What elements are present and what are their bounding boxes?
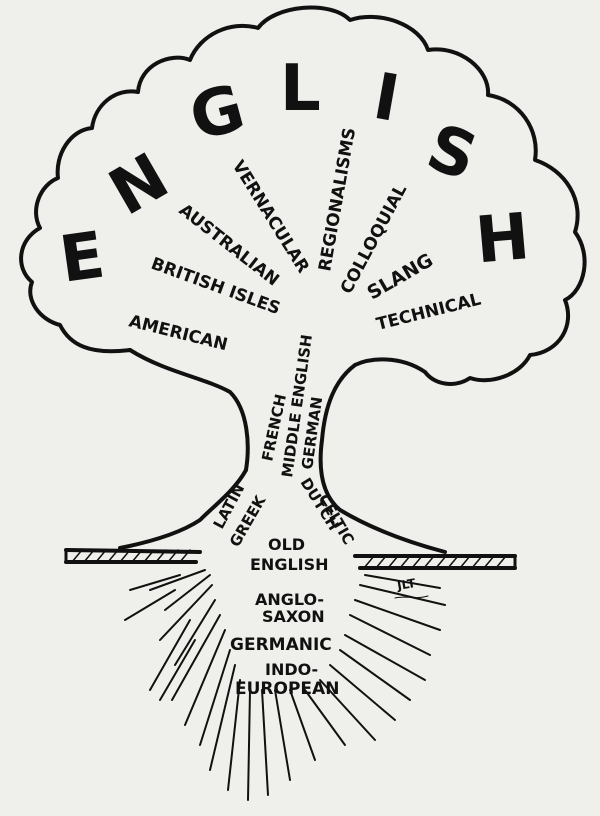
title-letter-l: L — [280, 52, 321, 126]
title-letter-e: E — [55, 218, 109, 297]
canopy-outline — [19, 5, 587, 386]
label-saxon: SAXON — [262, 607, 325, 626]
label-european: EUROPEAN — [235, 679, 339, 699]
label-technical: TECHNICAL — [374, 290, 483, 335]
signature-scribble — [394, 595, 429, 599]
label-anglo: ANGLO- — [255, 590, 324, 609]
title-letter-i: I — [368, 60, 404, 137]
canopy-underside-left — [128, 348, 250, 472]
trunk-labels: FRENCH MIDDLE ENGLISH GERMAN LATIN GREEK… — [210, 333, 358, 550]
artist-signature: JLT — [395, 576, 417, 593]
title-letter-h: H — [473, 200, 533, 278]
ground — [64, 548, 517, 570]
title-letter-s: S — [417, 110, 486, 195]
label-old-english: ENGLISH — [250, 555, 329, 574]
title-letter-n: N — [98, 140, 181, 231]
root-labels: OLD ENGLISH ANGLO- SAXON GERMANIC INDO- … — [230, 535, 339, 699]
trunk-left — [118, 468, 248, 550]
label-indo: INDO- — [265, 660, 318, 679]
label-germanic: GERMANIC — [230, 635, 332, 655]
trunk-right — [318, 363, 447, 554]
label-old: OLD — [268, 535, 305, 554]
label-american: AMERICAN — [127, 311, 230, 355]
roots — [124, 569, 446, 801]
title-letter-g: G — [182, 71, 252, 156]
label-regionalisms: REGIONALISMS — [315, 126, 360, 273]
